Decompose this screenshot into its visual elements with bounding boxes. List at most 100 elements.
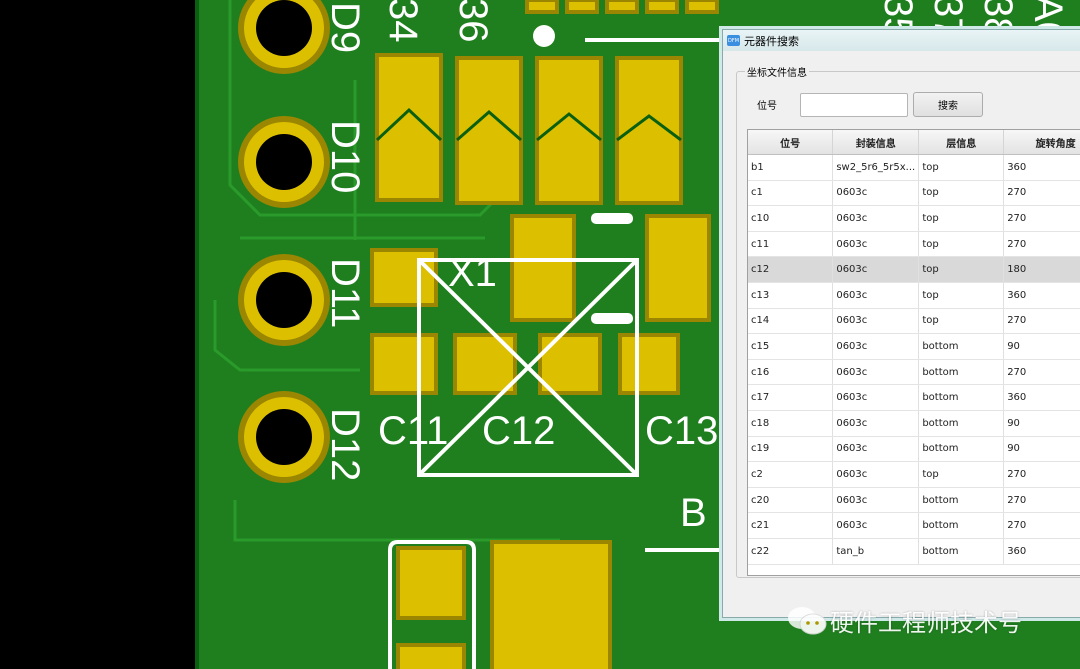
table-cell: 0603c [832, 180, 920, 207]
table-cell: 0603c [832, 410, 920, 437]
table-cell: 0603c [832, 512, 920, 539]
svg-text:C12: C12 [482, 409, 555, 453]
table-cell: 0603c [832, 333, 920, 360]
table-cell: 0603c [832, 282, 920, 309]
table-cell: c10 [748, 205, 834, 232]
table-cell: 90 [1003, 436, 1080, 463]
table-cell: bottom [918, 538, 1005, 565]
table-cell: top [918, 154, 1005, 181]
table-cell: 0603c [832, 461, 920, 488]
table-cell: top [918, 180, 1005, 207]
svg-text:C11: C11 [378, 409, 448, 453]
svg-text:B: B [680, 491, 707, 535]
search-button[interactable]: 搜索 [913, 92, 983, 117]
table-cell: bottom [918, 512, 1005, 539]
table-cell: 360 [1003, 538, 1080, 565]
table-cell: 90 [1003, 410, 1080, 437]
table-cell: c21 [748, 512, 834, 539]
table-cell: 270 [1003, 308, 1080, 335]
table-cell: c22 [748, 538, 834, 565]
table-cell: c15 [748, 333, 834, 360]
table-cell: tan_b [832, 538, 920, 565]
watermark-text: 硬件工程师技术号 [830, 609, 1022, 637]
table-cell: 360 [1003, 384, 1080, 411]
table-cell: c16 [748, 359, 834, 386]
table-cell: c20 [748, 487, 834, 514]
table-cell: c17 [748, 384, 834, 411]
table-cell: bottom [918, 487, 1005, 514]
table-cell: bottom [918, 410, 1005, 437]
table-cell: c2 [748, 461, 834, 488]
table-cell: c12 [748, 256, 834, 283]
designator-input[interactable] [800, 93, 908, 117]
smd-pads [370, 0, 719, 669]
table-cell: top [918, 231, 1005, 258]
table-cell: top [918, 308, 1005, 335]
table-cell: top [918, 205, 1005, 232]
table-cell: top [918, 256, 1005, 283]
app-icon: DFM [727, 35, 740, 46]
column-header[interactable]: 层信息 [918, 130, 1005, 155]
table-cell: 270 [1003, 359, 1080, 386]
silkscreen [388, 25, 722, 669]
table-cell: 270 [1003, 205, 1080, 232]
column-header[interactable]: 位号 [748, 130, 834, 155]
table-cell: c13 [748, 282, 834, 309]
table-cell: 90 [1003, 333, 1080, 360]
table-cell: 0603c [832, 231, 920, 258]
svg-text:C13: C13 [645, 409, 718, 453]
title-bar[interactable]: DFM 元器件搜索 [723, 30, 1080, 51]
svg-text:D12: D12 [323, 408, 367, 481]
table-cell: 270 [1003, 487, 1080, 514]
designator-label: 位号 [757, 101, 777, 112]
svg-text:D10: D10 [323, 120, 367, 193]
table-cell: bottom [918, 436, 1005, 463]
svg-text:D9: D9 [323, 2, 367, 53]
table-cell: sw2_5r6_5r5x... [832, 154, 920, 181]
watermark: 硬件工程师技术号 [786, 603, 1022, 638]
table-cell: c14 [748, 308, 834, 335]
table-cell: top [918, 461, 1005, 488]
traces [213, 0, 560, 542]
through-hole-pads [238, 0, 330, 483]
table-cell: c11 [748, 231, 834, 258]
group-title: 坐标文件信息 [745, 64, 809, 79]
table-cell: 0603c [832, 256, 920, 283]
column-header[interactable]: 旋转角度 [1003, 130, 1080, 155]
table-cell: 0603c [832, 205, 920, 232]
column-header[interactable]: 封装信息 [832, 130, 920, 155]
table-cell: c18 [748, 410, 834, 437]
table-cell: 360 [1003, 282, 1080, 309]
table-cell: 360 [1003, 154, 1080, 181]
table-cell: bottom [918, 384, 1005, 411]
table-cell: 0603c [832, 359, 920, 386]
wechat-icon [788, 606, 827, 634]
table-cell: 270 [1003, 512, 1080, 539]
table-cell: 0603c [832, 436, 920, 463]
table-cell: c1 [748, 180, 834, 207]
dialog-title: 元器件搜索 [744, 34, 799, 48]
svg-text:34: 34 [381, 0, 425, 43]
table-cell: bottom [918, 359, 1005, 386]
svg-text:D11: D11 [323, 258, 367, 328]
table-cell: 270 [1003, 461, 1080, 488]
